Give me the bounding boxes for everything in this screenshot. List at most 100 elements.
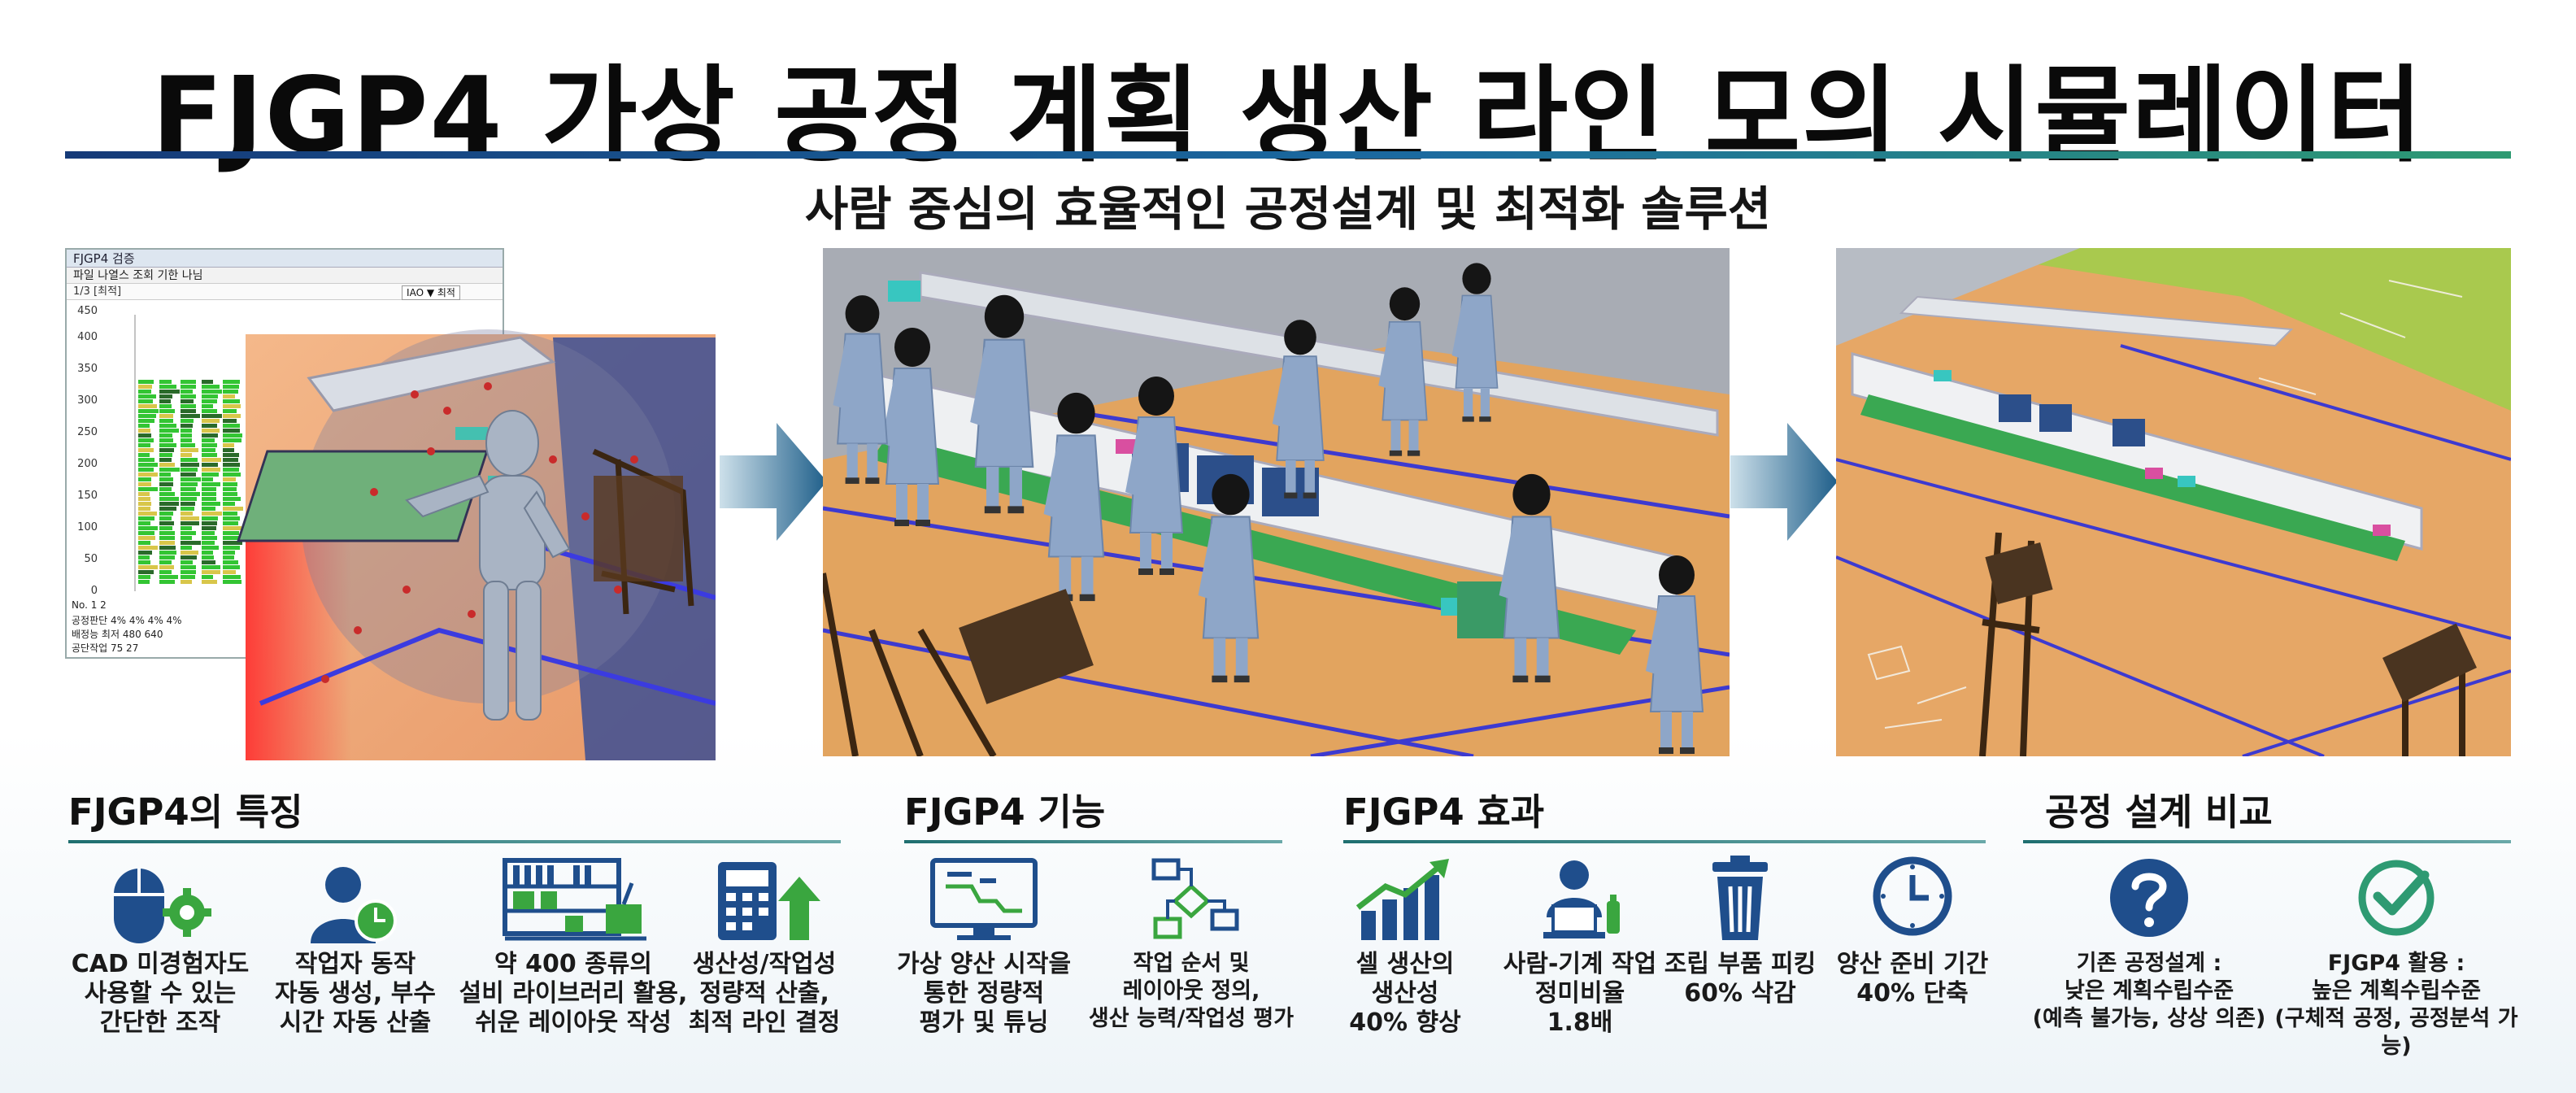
gantt-block [159,546,176,550]
gantt-block [181,570,196,574]
gantt-block [223,560,238,564]
y-axis-tick: 400 [77,331,98,343]
gantt-block [159,380,172,384]
comparison-label: FJGP4 활용 : 높은 계획수립수준 (구체적 공정, 공정분석 가능) [2274,951,2518,1059]
gantt-block [202,438,215,442]
gantt-block [181,502,195,506]
gantt-block [159,570,172,574]
gantt-block [159,507,176,511]
gantt-block [181,385,196,389]
gantt-block [223,472,241,477]
simulator-toolbar[interactable]: 1/3 [최적] [67,284,503,300]
gantt-block [159,458,172,462]
gantt-block [223,409,237,413]
section-divider-functions [904,840,1282,843]
gantt-block [138,555,150,560]
gantt-block [181,551,198,555]
simulator-footer-row: 공정판단 4% 4% 4% 4% [72,615,182,626]
gantt-block [202,570,220,574]
gantt-block [181,546,192,550]
monitor-chart-icon [930,858,1038,940]
gantt-block [223,443,234,447]
gantt-block [202,477,213,481]
section-title-features: FJGP4의 특징 [68,790,303,834]
gantt-block [223,399,240,403]
y-axis-tick: 100 [77,521,98,533]
gantt-block [202,555,214,560]
gantt-block [138,468,154,472]
clock-icon [1873,856,1952,936]
production-line-render [823,248,1730,756]
gantt-block [223,580,242,584]
gantt-block [138,570,154,574]
gantt-block [202,468,220,472]
gantt-block [202,409,217,413]
function-label: 가상 양산 시작을 통한 정량적 평가 및 튜닝 [896,950,1072,1037]
gantt-block [223,404,241,408]
gantt-block [138,551,152,555]
gantt-block [138,560,150,564]
gantt-block [181,463,199,467]
gantt-block [223,477,236,481]
gantt-block [181,560,193,564]
gantt-block [223,521,238,525]
gantt-block [202,443,217,447]
gantt-block [138,477,151,481]
gantt-block [202,560,215,564]
gantt-block [202,521,217,525]
gantt-block [223,390,238,394]
gantt-block [223,507,243,511]
gantt-block [181,404,196,408]
gantt-block [181,492,200,496]
gantt-block [202,580,217,584]
gantt-block [181,531,196,535]
y-axis-tick: 50 [84,553,98,565]
gantt-block [223,531,239,535]
arrow-right-icon [720,423,827,541]
gantt-block [223,487,237,491]
gantt-block [138,409,159,413]
gantt-block [159,565,174,569]
gantt-block [159,463,175,467]
robot-workstation-render [237,329,716,760]
gantt-block [159,512,173,516]
section-divider-comparison [2023,840,2511,843]
gantt-block [159,409,175,413]
gantt-block [159,580,175,584]
gantt-block [202,394,218,398]
feature-label: 생산성/작업성 정량적 산출, 최적 라인 결정 [688,950,841,1037]
gantt-block [181,394,196,398]
gantt-block [223,438,242,442]
gantt-block [138,492,150,496]
gantt-block [181,448,198,452]
gantt-block [181,516,199,520]
gantt-block [138,546,158,550]
worker-figure [1198,473,1260,683]
simulator-footer-row: No. 1 2 [72,599,107,611]
calculator-arrow-icon [718,862,820,940]
gantt-block [181,487,196,491]
effect-label: 셀 생산의 생산성 40% 향상 [1349,950,1461,1037]
gantt-block [202,502,220,506]
simulator-field[interactable]: IAO ▼ 최적 [402,285,460,300]
gantt-block [181,424,193,428]
worker-figure [1125,377,1184,575]
simulator-menu-bar[interactable]: 파일 나열스 조회 기한 나님 [67,268,503,284]
gantt-block [159,399,171,403]
question-icon [2110,859,2188,937]
gantt-block [202,507,215,511]
gantt-block [159,482,173,486]
gantt-block [181,458,198,462]
simulator-gantt-chart [134,315,243,591]
y-axis-tick: 350 [77,363,98,375]
gantt-block [202,429,220,433]
gantt-block [202,390,222,394]
gantt-block [159,531,175,535]
worker-figure [1499,473,1560,683]
worker-clock-icon [311,867,397,943]
worker-figure [970,294,1034,514]
gantt-block [181,477,201,481]
gantt-block [138,404,157,408]
worker-figure [833,295,888,484]
gantt-block [202,575,213,579]
